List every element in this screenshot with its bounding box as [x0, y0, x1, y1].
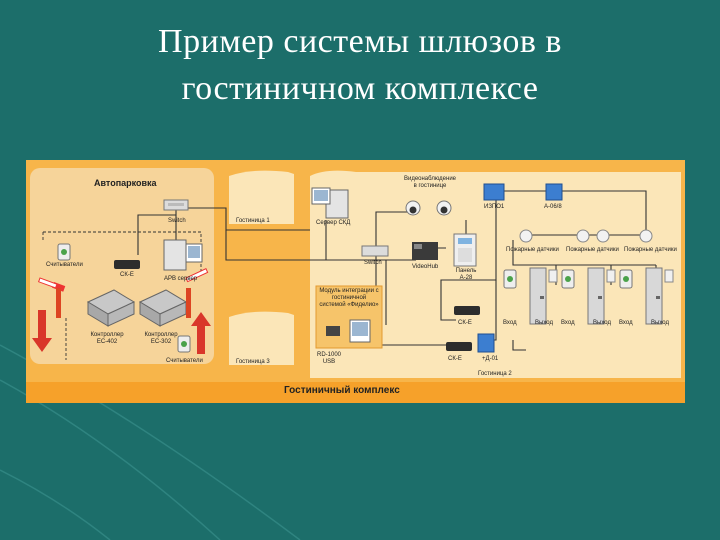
- door-group-2: [561, 267, 616, 325]
- fire-sensors-label-3: Пожарные датчики: [624, 247, 677, 253]
- integration-module-box: [315, 285, 383, 349]
- videohub-device: [412, 242, 438, 260]
- footer-bar: [26, 382, 685, 403]
- fire-sensors-label-2: Пожарные датчики: [566, 247, 619, 253]
- ad01-label: +Д-01: [482, 356, 499, 362]
- fire-sensors-label-1: Пожарные датчики: [506, 247, 559, 253]
- door-group-1: [503, 267, 558, 325]
- hotel2-label: Гостиница 2: [478, 371, 512, 377]
- panel-a28-device: [453, 233, 477, 267]
- parking-dashed-wires: [42, 231, 202, 360]
- entry-label-1: Вход: [503, 320, 517, 326]
- hotel3-zone: [229, 311, 294, 365]
- reader-left-device: [57, 243, 71, 261]
- exit-label-1: Выход: [535, 320, 553, 326]
- fire-sensors: [519, 229, 653, 243]
- rd-1000-device: [326, 326, 340, 336]
- parking-title: Автопарковка: [94, 178, 157, 188]
- server-skd-device: [311, 187, 349, 219]
- ck-e-hotel-label-1: СК-Е: [458, 320, 472, 326]
- readers-right-label: Считыватели: [166, 358, 203, 364]
- gateway-system-diagram: Автопарковка Switch Считыватели СК-Е АРВ…: [26, 160, 685, 403]
- apv-server-device: [163, 239, 203, 271]
- barrier-right: [185, 268, 209, 318]
- controller-right-label: Контроллер ЕС-302: [144, 332, 178, 345]
- controller-left-label: Контроллер ЕС-402: [90, 332, 124, 345]
- server-skd-label: Сервер СКД: [316, 220, 351, 226]
- hotel1-label: Гостиница 1: [236, 218, 270, 224]
- a06-device: [545, 183, 563, 201]
- videohub-label: VideoHub: [412, 264, 439, 270]
- slide-title: Пример системы шлюзов в гостиничном комп…: [0, 18, 720, 112]
- apv-server-label: АРВ сервер: [164, 276, 198, 282]
- izpd-label: ИЗПО1: [484, 204, 505, 210]
- reader-right-device: [177, 335, 191, 353]
- video-camera-2: [436, 200, 452, 216]
- entry-label-3: Вход: [619, 320, 633, 326]
- parking-ck-e-device: [114, 260, 140, 269]
- hotel-switch-label: Switch: [364, 260, 382, 266]
- ck-e-hotel-device-1: [454, 306, 480, 315]
- exit-label-3: Выход: [651, 320, 669, 326]
- arrow-down-left: [32, 310, 52, 352]
- a06-label: А-06/8: [544, 204, 562, 210]
- hotel-complex-footer: Гостиничный комплекс: [284, 385, 400, 396]
- rd-1000-label: RD-1000 USB: [316, 352, 341, 365]
- entry-label-2: Вход: [561, 320, 575, 326]
- ad01-device: [477, 333, 495, 353]
- hotel3-label: Гостиница 3: [236, 359, 270, 365]
- video-camera-1: [405, 200, 421, 216]
- ck-e-hotel-label-2: СК-Е: [448, 356, 462, 362]
- parking-switch-label: Switch: [168, 218, 186, 224]
- diagram-graphics: [26, 160, 685, 403]
- readers-left-label: Считыватели: [46, 262, 83, 268]
- ck-e-hotel-device-2: [446, 342, 472, 351]
- integration-module-label: Модуль интеграции с гостиничной системой…: [319, 288, 379, 308]
- arrow-up-right: [191, 312, 211, 354]
- title-line-1: Пример системы шлюзов в: [158, 23, 562, 60]
- parking-switch-device: [163, 199, 189, 211]
- controller-left-device: [86, 289, 136, 327]
- exit-label-2: Выход: [593, 320, 611, 326]
- video-label: Видеонаблюдение в гостинице: [403, 176, 457, 189]
- hotel1-zone: [229, 170, 294, 224]
- title-line-2: гостиничном комплексе: [181, 70, 539, 107]
- panel-a28-label: Панель А-28: [455, 268, 477, 281]
- controller-right-device: [138, 289, 188, 327]
- izpd-device: [483, 183, 505, 201]
- door-group-3: [619, 267, 674, 325]
- parking-ck-e-label: СК-Е: [120, 272, 134, 278]
- barrier-left: [37, 277, 66, 318]
- hotel-switch-device: [361, 245, 389, 257]
